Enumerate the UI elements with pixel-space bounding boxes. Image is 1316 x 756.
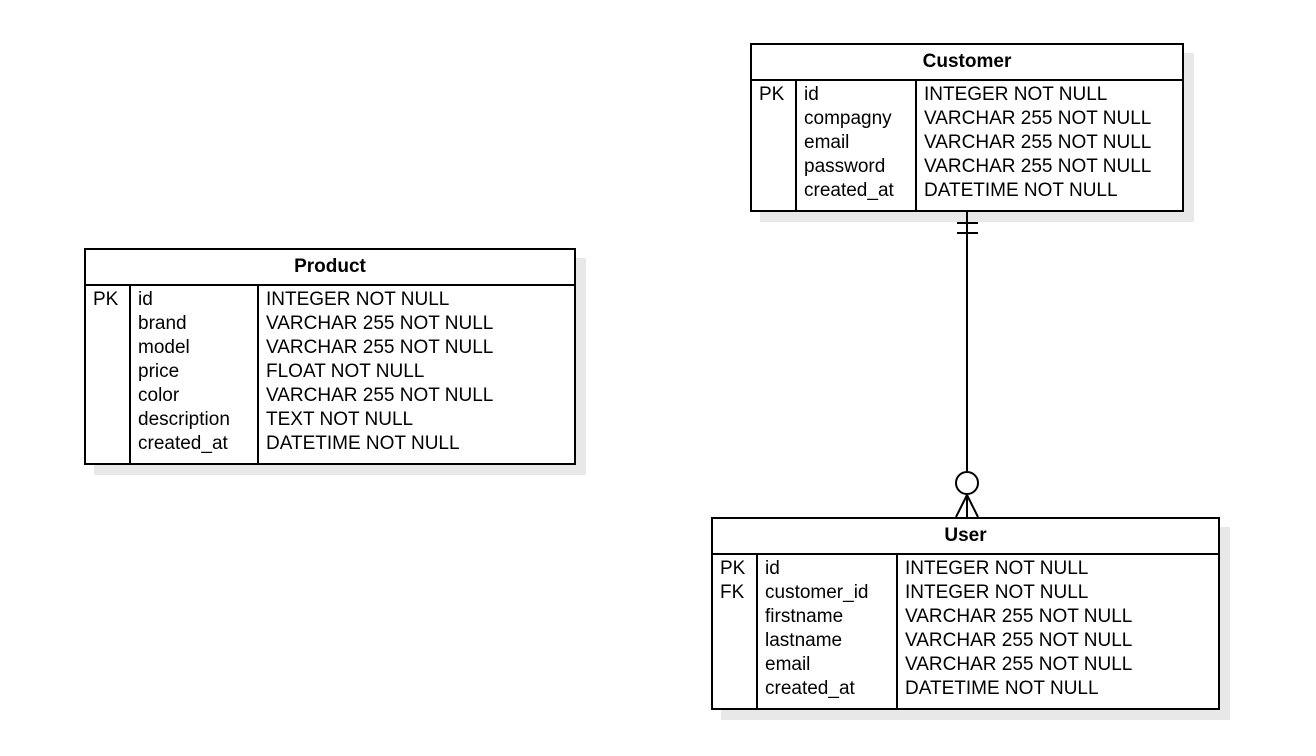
product-field-name: color — [138, 385, 180, 406]
product-row-key: PK — [93, 289, 119, 310]
customer-field-type: INTEGER NOT NULL — [924, 84, 1108, 105]
user-key-column: PK FK — [713, 555, 758, 708]
product-row-key — [93, 432, 129, 456]
product-field-type: INTEGER NOT NULL — [266, 289, 450, 310]
user-field-name: lastname — [765, 630, 843, 651]
crows-foot-icon — [966, 494, 979, 518]
customer-row-key — [759, 155, 795, 179]
product-field-name: brand — [138, 313, 187, 334]
zero-optional-circle-icon — [955, 471, 979, 495]
user-row-key: FK — [720, 582, 745, 603]
customer-field-name: id — [804, 84, 819, 105]
product-key-column: PK — [86, 286, 131, 463]
product-row-key — [93, 312, 129, 336]
customer-entity-title: Customer — [752, 45, 1182, 81]
user-entity[interactable]: User PK FK id customer_id firstname last… — [711, 517, 1220, 710]
user-field-type: VARCHAR 255 NOT NULL — [905, 654, 1133, 675]
customer-type-column: INTEGER NOT NULL VARCHAR 255 NOT NULL VA… — [917, 81, 1151, 210]
customer-field-name: password — [804, 156, 886, 177]
product-entity-body: PK id brand model price color descriptio… — [86, 286, 574, 463]
product-row-key — [93, 360, 129, 384]
user-row-key — [720, 653, 756, 677]
customer-field-type: VARCHAR 255 NOT NULL — [924, 156, 1152, 177]
product-field-type: DATETIME NOT NULL — [266, 433, 460, 454]
product-type-column: INTEGER NOT NULL VARCHAR 255 NOT NULL VA… — [259, 286, 493, 463]
user-field-type: INTEGER NOT NULL — [905, 582, 1089, 603]
user-row-key: PK — [720, 558, 746, 579]
product-field-type: VARCHAR 255 NOT NULL — [266, 313, 494, 334]
product-row-key — [93, 408, 129, 432]
crows-foot-icon — [955, 494, 968, 518]
user-field-name: email — [765, 654, 811, 675]
customer-field-name: created_at — [804, 180, 894, 201]
product-field-type: VARCHAR 255 NOT NULL — [266, 337, 494, 358]
user-field-type: VARCHAR 255 NOT NULL — [905, 630, 1133, 651]
product-field-type: VARCHAR 255 NOT NULL — [266, 385, 494, 406]
user-field-name: created_at — [765, 678, 855, 699]
product-field-name: description — [138, 409, 230, 430]
customer-entity[interactable]: Customer PK id compagny email password c… — [750, 43, 1184, 212]
user-row-key — [720, 605, 756, 629]
product-field-type: TEXT NOT NULL — [266, 409, 414, 430]
product-entity-title: Product — [86, 250, 574, 286]
user-field-type: VARCHAR 255 NOT NULL — [905, 606, 1133, 627]
product-field-type: FLOAT NOT NULL — [266, 361, 425, 382]
user-row-key — [720, 677, 756, 701]
customer-field-name: email — [804, 132, 850, 153]
user-field-name: id — [765, 558, 780, 579]
customer-entity-body: PK id compagny email password created_at… — [752, 81, 1182, 210]
product-field-name: created_at — [138, 433, 228, 454]
product-field-name: model — [138, 337, 190, 358]
user-field-type: INTEGER NOT NULL — [905, 558, 1089, 579]
customer-field-name: compagny — [804, 108, 892, 129]
customer-field-type: DATETIME NOT NULL — [924, 180, 1118, 201]
product-field-name: id — [138, 289, 153, 310]
user-name-column: id customer_id firstname lastname email … — [758, 555, 898, 708]
customer-key-column: PK — [752, 81, 797, 210]
product-entity[interactable]: Product PK id brand model price color de… — [84, 248, 576, 465]
user-type-column: INTEGER NOT NULL INTEGER NOT NULL VARCHA… — [898, 555, 1132, 708]
customer-field-type: VARCHAR 255 NOT NULL — [924, 108, 1152, 129]
product-row-key — [93, 336, 129, 360]
user-field-type: DATETIME NOT NULL — [905, 678, 1099, 699]
product-name-column: id brand model price color description c… — [131, 286, 259, 463]
product-row-key — [93, 384, 129, 408]
user-entity-body: PK FK id customer_id firstname lastname … — [713, 555, 1218, 708]
customer-row-key — [759, 179, 795, 203]
product-field-name: price — [138, 361, 180, 382]
customer-name-column: id compagny email password created_at — [797, 81, 917, 210]
customer-row-key — [759, 131, 795, 155]
user-field-name: customer_id — [765, 582, 869, 603]
user-field-name: firstname — [765, 606, 844, 627]
customer-field-type: VARCHAR 255 NOT NULL — [924, 132, 1152, 153]
user-row-key — [720, 629, 756, 653]
customer-row-key — [759, 107, 795, 131]
customer-row-key: PK — [759, 84, 785, 105]
user-entity-title: User — [713, 519, 1218, 555]
